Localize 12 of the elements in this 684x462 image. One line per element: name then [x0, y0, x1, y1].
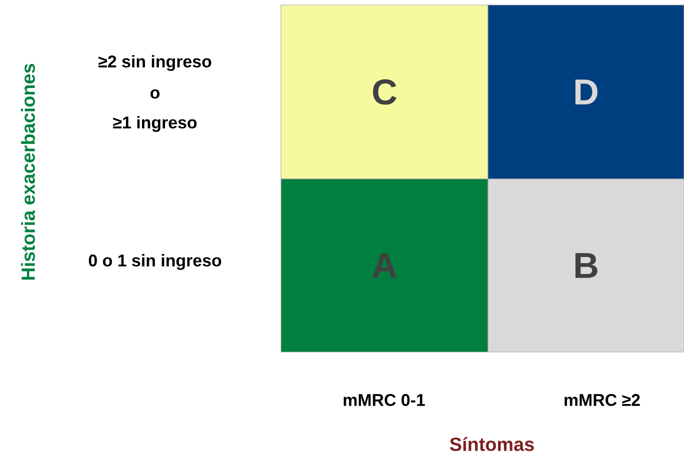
row-label: o	[150, 89, 160, 99]
quadrant-box: A	[280, 178, 488, 352]
row-label: 0 o 1 sin ingreso	[88, 254, 222, 270]
row-label: ≥2 sin ingreso	[98, 55, 212, 71]
axis-title: Síntomas	[450, 436, 534, 452]
axis-title: Historia exacerbaciones	[21, 64, 35, 280]
row-label: ≥1 ingreso	[113, 116, 197, 132]
quadrant-box: C	[280, 4, 488, 180]
quadrant-box: D	[488, 4, 684, 180]
column-label: mMRC ≥2	[564, 394, 640, 406]
quadrant-box: B	[488, 178, 684, 352]
column-label: mMRC 0-1	[344, 394, 425, 406]
